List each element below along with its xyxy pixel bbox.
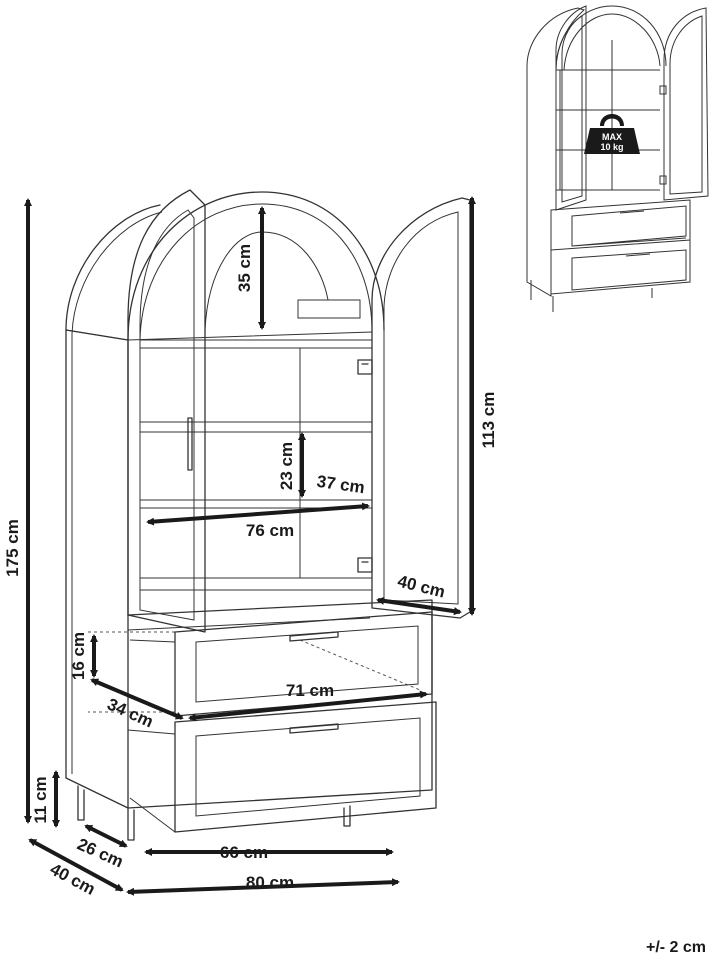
label-leg-height: 11 cm — [31, 776, 50, 823]
inset-drawer-handles — [619, 210, 651, 257]
inset-arch-inner — [563, 13, 661, 71]
arrow-drawer-width — [188, 690, 428, 722]
left-door-handle — [187, 417, 193, 471]
left-door-inner — [139, 209, 195, 621]
lower-body — [127, 599, 433, 809]
label-drawer-depth: 34 cm — [104, 694, 156, 731]
lower-drawer-side — [127, 729, 176, 833]
cabinet-drawing — [65, 189, 471, 841]
lower-drawer-handle — [289, 723, 339, 734]
right-door-inner — [383, 211, 459, 605]
cabinet-side-arch — [65, 204, 161, 331]
label-shelf-width: 76 cm — [246, 521, 294, 540]
inset-legs — [530, 280, 653, 312]
arrow-shelf-width — [146, 502, 370, 526]
hinge-lower — [357, 557, 373, 573]
right-door-outer — [371, 197, 471, 619]
interior-arch — [204, 231, 329, 331]
inset-cabinet: MAX 10 kg — [526, 5, 709, 312]
hinge-upper — [357, 359, 373, 375]
label-door-height: 113 cm — [479, 392, 498, 449]
upper-drawer-handle — [289, 631, 339, 642]
shelf-bottom — [140, 577, 372, 591]
dimension-arrows — [24, 196, 476, 896]
label-door-width: 40 cm — [396, 572, 447, 602]
upper-drawer-panel — [195, 625, 419, 703]
weight-badge-line1: MAX — [602, 132, 622, 142]
weight-badge-line2: 10 kg — [600, 142, 623, 152]
inset-right-door — [663, 7, 709, 201]
label-drawer-height: 16 cm — [69, 632, 88, 680]
label-total-height: 175 cm — [3, 519, 22, 577]
arrow-overall-width — [126, 878, 400, 896]
shelf-upper — [140, 421, 372, 433]
cabinet-top-arch — [127, 191, 385, 341]
arrow-door-width — [376, 596, 462, 616]
cabinet-top-arch-inner — [139, 203, 373, 341]
lower-drawer-front — [174, 701, 437, 833]
cabinet-top-surface — [65, 329, 373, 341]
leg-right — [343, 805, 351, 827]
shelf-top — [140, 339, 372, 349]
leg-left-front — [77, 785, 85, 821]
label-shelf-gap: 23 cm — [277, 442, 296, 490]
arrow-overall-depth — [28, 838, 124, 892]
cabinet-side-panel — [65, 329, 129, 809]
cabinet-side-arch-inner — [71, 211, 163, 335]
label-overall-width: 80 cm — [246, 873, 294, 892]
label-base-width: 66 cm — [220, 843, 268, 862]
inset-arch — [555, 5, 667, 71]
weight-icon — [584, 114, 640, 154]
label-arch-height: 35 cm — [235, 244, 254, 292]
leg-center — [127, 807, 135, 841]
inset-left-door — [555, 5, 587, 211]
upper-drawer-side — [129, 639, 176, 715]
label-drawer-width: 71 cm — [286, 681, 334, 700]
interior-arch-shelf — [297, 299, 361, 319]
lower-drawer-panel — [195, 717, 421, 817]
arrow-drawer-depth — [90, 678, 184, 720]
label-shelf-depth: 37 cm — [316, 472, 366, 498]
inset-drawers — [550, 199, 691, 295]
inset-hinges — [659, 85, 667, 185]
left-door-outer — [127, 189, 206, 633]
tolerance-note: +/- 2 cm — [646, 939, 706, 956]
